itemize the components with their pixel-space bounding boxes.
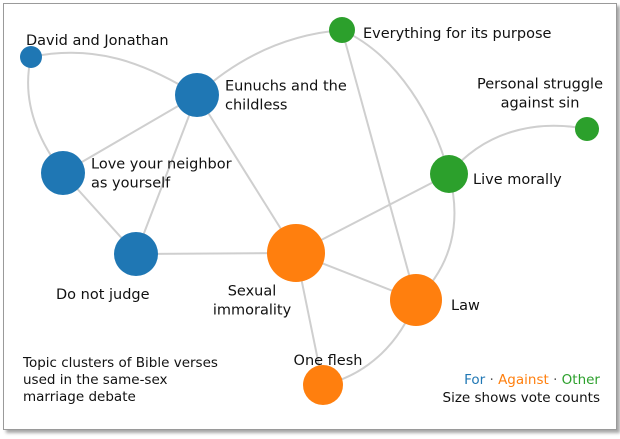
node-label-flesh: One flesh [294, 353, 363, 369]
legend-against: Against [498, 372, 549, 388]
node-law [390, 274, 442, 326]
legend-separator: · [549, 372, 562, 388]
node-flesh [303, 365, 343, 405]
node-label-line: Do not judge [56, 287, 150, 303]
node-label-judge: Do not judge [56, 287, 150, 303]
edge-eunuchs-judge [135, 94, 198, 255]
node-morally [430, 155, 468, 193]
node-struggle [575, 117, 599, 141]
node-layer [20, 17, 599, 405]
node-label-morally: Live morally [473, 172, 562, 188]
node-label-david: David and Jonathan [26, 33, 169, 49]
node-label-line: Live morally [473, 172, 562, 188]
node-love [41, 151, 85, 195]
edge-purpose-morally [341, 29, 450, 175]
legend-for: For [464, 372, 486, 388]
caption-line: used in the same-sex [23, 372, 168, 388]
node-label-line: Love your neighbor [91, 157, 232, 173]
node-eunuchs [175, 73, 219, 117]
node-label-law: Law [451, 298, 480, 314]
node-label-eunuchs: Eunuchs and the childless [225, 79, 347, 114]
node-label-purpose: Everything for its purpose [363, 26, 552, 42]
node-immorality [267, 224, 325, 282]
node-label-immorality: Sexual immorality [213, 284, 292, 319]
node-label-line: childless [225, 98, 287, 114]
node-label-line: Personal struggle [477, 77, 603, 93]
edge-purpose-law [341, 29, 417, 301]
node-label-line: immorality [213, 303, 292, 319]
caption-line: Topic clusters of Bible verses [22, 355, 218, 371]
node-label-line: as yourself [91, 176, 171, 192]
edge-eunuchs-immorality [196, 94, 297, 254]
node-label-love: Love your neighbor as yourself [91, 157, 232, 192]
node-david [20, 46, 42, 68]
legend-size-note: Size shows vote counts [443, 390, 600, 406]
legend-groups: For · Against · Other [464, 372, 600, 388]
node-label-line: One flesh [294, 353, 363, 369]
node-label-line: against sin [501, 96, 580, 112]
node-purpose [329, 17, 355, 43]
edge-morally-struggle [448, 124, 588, 175]
legend-other: Other [562, 372, 601, 388]
caption-line: marriage debate [23, 389, 136, 405]
node-label-line: Eunuchs and the [225, 79, 347, 95]
node-label-line: Law [451, 298, 480, 314]
edge-david-eunuchs [30, 51, 198, 96]
legend-separator: · [485, 372, 498, 388]
edge-eunuchs-love [62, 94, 198, 174]
node-label-line: Sexual [228, 284, 277, 300]
caption: Topic clusters of Bible verses used in t… [22, 355, 222, 405]
node-label-struggle: Personal struggle against sin [477, 77, 603, 112]
node-judge [114, 232, 158, 276]
node-label-line: Everything for its purpose [363, 26, 552, 42]
node-label-line: David and Jonathan [26, 33, 169, 49]
